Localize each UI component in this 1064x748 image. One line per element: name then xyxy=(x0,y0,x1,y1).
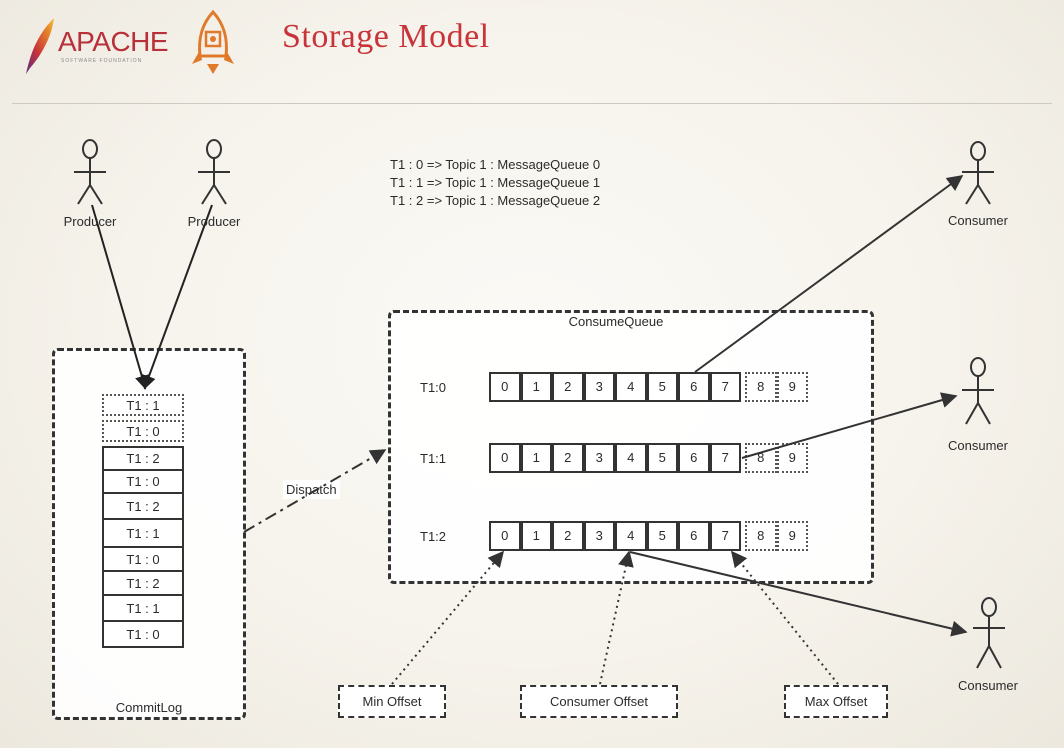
consumer-offset-box: Consumer Offset xyxy=(520,685,678,718)
queue-cell: 6 xyxy=(678,372,710,402)
queue-cell: 2 xyxy=(552,443,584,473)
max-offset-pointer xyxy=(730,550,839,685)
queue-cell: 7 xyxy=(709,521,741,551)
queue-row-label: T1:2 xyxy=(420,529,447,544)
queue-legend: T1 : 0 => Topic 1 : MessageQueue 0 T1 : … xyxy=(390,156,600,210)
queue-cell: 5 xyxy=(646,372,678,402)
apache-logo-subtext: SOFTWARE FOUNDATION xyxy=(61,58,143,64)
queue-cell: 9 xyxy=(776,372,808,402)
min-offset-box: Min Offset xyxy=(338,685,446,718)
queue-cell: 3 xyxy=(583,372,615,402)
queue-cell: 6 xyxy=(678,443,710,473)
queue-cell: 7 xyxy=(709,372,741,402)
apache-logo-text: APACHE xyxy=(58,26,169,57)
min-offset-pointer xyxy=(391,550,505,685)
page-title: Storage Model xyxy=(282,18,490,55)
queue-cell: 1 xyxy=(520,372,552,402)
queue-cell: 2 xyxy=(552,521,584,551)
consume-arrow-t1-0 xyxy=(694,175,964,373)
queue-cell: 4 xyxy=(615,443,647,473)
queue-cell: 8 xyxy=(745,443,777,473)
consumer-actor-icon xyxy=(962,141,994,205)
queue-cell: 3 xyxy=(583,443,615,473)
consumer-label: Consumer xyxy=(948,438,1008,453)
dispatch-arrow xyxy=(243,449,387,533)
queue-cell: 5 xyxy=(646,443,678,473)
consumer-label: Consumer xyxy=(958,678,1018,693)
commitlog-cell: T1 : 1 xyxy=(102,594,184,622)
queue-cell: 4 xyxy=(615,521,647,551)
queue-cell: 1 xyxy=(520,443,552,473)
queue-cell: 8 xyxy=(745,521,777,551)
header: APACHE SOFTWARE FOUNDATION Storage Model xyxy=(0,0,1064,100)
commitlog-cell: T1 : 0 xyxy=(102,469,184,494)
queue-cell: 0 xyxy=(489,372,521,402)
producer-label: Producer xyxy=(63,214,117,229)
queue-cell: 0 xyxy=(489,443,521,473)
producer-label: Producer xyxy=(187,214,241,229)
consumer-label: Consumer xyxy=(948,213,1008,228)
consumer-offset-pointer xyxy=(599,550,634,685)
producer-actor-icon xyxy=(74,139,106,205)
queue-cell: 0 xyxy=(489,521,521,551)
queue-cell: 7 xyxy=(709,443,741,473)
queue-cell: 5 xyxy=(646,521,678,551)
consume-arrow-t1-2 xyxy=(629,551,968,637)
consume-arrow-t1-1 xyxy=(741,392,958,459)
producer-arrow xyxy=(91,204,149,390)
consumequeue-label: ConsumeQueue xyxy=(568,314,664,329)
commitlog-label: CommitLog xyxy=(115,700,183,715)
legend-line: T1 : 0 => Topic 1 : MessageQueue 0 xyxy=(390,157,601,172)
consumer-actor-icon xyxy=(973,597,1005,669)
apache-feather-icon xyxy=(26,18,54,74)
queue-cell: 1 xyxy=(520,521,552,551)
commitlog-cell: T1 : 0 xyxy=(102,546,184,572)
queue-cell: 3 xyxy=(583,521,615,551)
commitlog-cell: T1 : 2 xyxy=(102,570,184,596)
queue-row-label: T1:1 xyxy=(420,451,447,466)
producer-actor-icon xyxy=(198,139,230,205)
queue-cell: 6 xyxy=(678,521,710,551)
max-offset-box: Max Offset xyxy=(784,685,888,718)
consumer-actor-icon xyxy=(962,357,994,425)
producer-arrow xyxy=(142,204,213,390)
queue-cell: 4 xyxy=(615,372,647,402)
queue-row-label: T1:0 xyxy=(420,380,447,395)
commitlog-cell: T1 : 0 xyxy=(102,620,184,648)
legend-line: T1 : 2 => Topic 1 : MessageQueue 2 xyxy=(390,193,601,208)
queue-cell: 2 xyxy=(552,372,584,402)
commitlog-cell: T1 : 1 xyxy=(102,394,184,416)
queue-cell: 9 xyxy=(776,521,808,551)
legend-line: T1 : 1 => Topic 1 : MessageQueue 1 xyxy=(390,175,601,190)
header-divider xyxy=(12,103,1052,104)
commitlog-cell: T1 : 0 xyxy=(102,420,184,442)
queue-cell: 8 xyxy=(745,372,777,402)
rocketmq-logo-icon xyxy=(192,9,234,74)
